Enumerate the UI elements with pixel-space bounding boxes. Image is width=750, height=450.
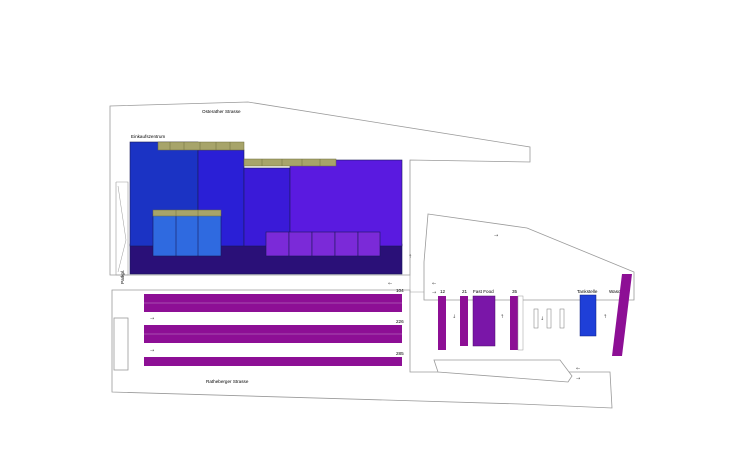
- lot-35-curb: [517, 295, 524, 351]
- arrow-icon: ←: [432, 281, 436, 287]
- street-bottom-label: Ratheberger Strasse: [206, 379, 249, 384]
- arrow-icon: ←: [388, 281, 392, 287]
- roof-structure-1: [157, 141, 245, 151]
- lot-12: [438, 296, 446, 350]
- roof-structure-2: [243, 158, 337, 167]
- arrow-icon: →: [576, 376, 580, 382]
- shop-unit-3: [311, 231, 336, 257]
- shop-unit-1: [265, 231, 290, 257]
- parking-label: Parkpl.: [120, 270, 125, 284]
- shop-unit-2: [288, 231, 313, 257]
- parking-row-1-count: 104: [396, 288, 404, 293]
- gas-pump-island-1: [533, 308, 539, 329]
- arrow-icon: ←: [576, 366, 580, 372]
- parking-row-3-count: 285: [396, 351, 404, 356]
- roof-structure-3: [152, 209, 222, 217]
- shop-unit-4: [334, 231, 359, 257]
- arrow-icon: ↑: [603, 314, 607, 320]
- right-edge: [409, 275, 424, 293]
- ramp-line: [117, 185, 127, 273]
- wash-label: Wasch: [609, 289, 623, 294]
- arrow-icon: ↑: [500, 314, 504, 320]
- lot-35: [510, 296, 518, 350]
- entry-lane: [115, 181, 129, 276]
- street-top-label: Osterather Strasse: [202, 109, 241, 114]
- gas-station-building: [579, 294, 597, 337]
- shop-unit-5: [357, 231, 381, 257]
- arrow-icon: →: [150, 316, 154, 322]
- roof-ticks: [169, 142, 321, 216]
- arrow-icon: →: [150, 348, 154, 354]
- arrow-icon: →: [432, 290, 436, 296]
- parking-row-3: [144, 357, 402, 366]
- site-outline-right: [423, 213, 635, 301]
- arrow-icon: ↓: [452, 314, 456, 320]
- fast-food-building: [472, 295, 496, 347]
- lot-21-label: 21: [462, 289, 468, 294]
- right-ramp: [433, 359, 573, 383]
- left-ramp: [113, 317, 129, 371]
- arrow-icon: ↑: [408, 254, 412, 260]
- gas-pump-island-3: [559, 308, 565, 329]
- arrow-icon: →: [494, 233, 498, 239]
- shopping-center-label: Einkaufszentrum: [131, 134, 165, 139]
- car-wash-strip: [612, 274, 632, 356]
- gas-pump-island-2: [546, 308, 552, 329]
- parking-row-2-count: 226: [396, 319, 404, 324]
- mall-anchor-store: [152, 213, 222, 257]
- fast-food-label: Fast Food: [473, 289, 494, 294]
- lot-12-label: 12: [440, 289, 446, 294]
- arrow-icon: ↓: [540, 316, 544, 322]
- gas-station-label: Tankstelle: [577, 289, 598, 294]
- site-outline-bottom: [111, 289, 613, 409]
- lot-35-label: 35: [512, 289, 518, 294]
- lot-21: [460, 296, 468, 346]
